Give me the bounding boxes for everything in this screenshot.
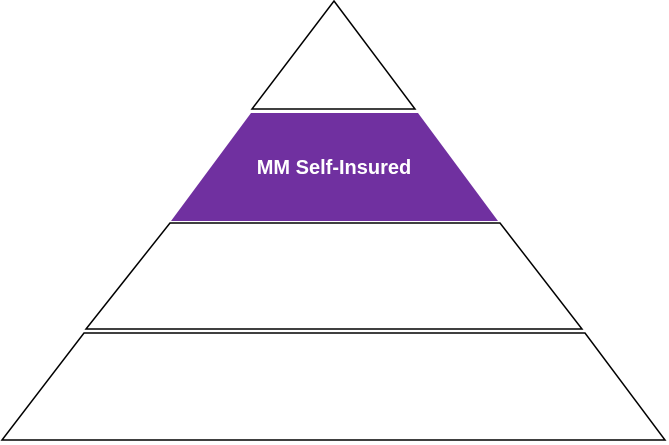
pyramid-tier-highlighted (171, 113, 498, 221)
pyramid-tier-highlighted-label: MM Self-Insured (257, 157, 411, 179)
pyramid-tier-bottom (0, 332, 667, 441)
pyramid-tier-third (84, 222, 584, 330)
pyramid-tier-top (250, 0, 417, 110)
